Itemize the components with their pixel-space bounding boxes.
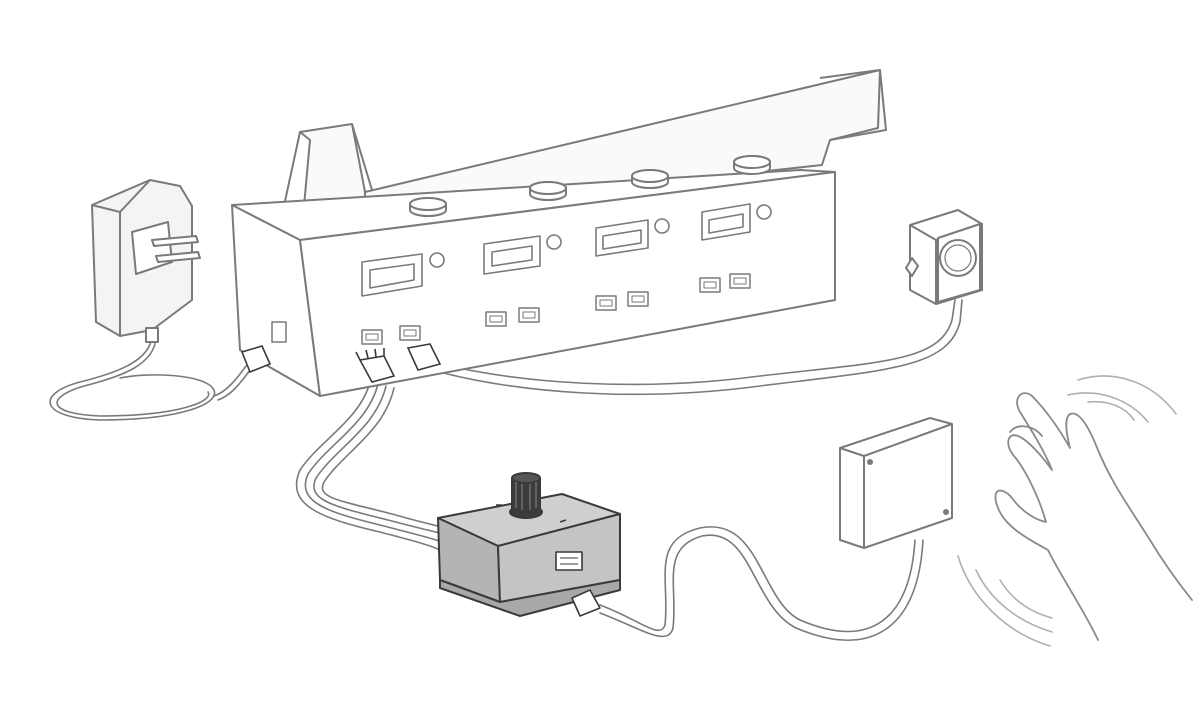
wall-power-adapter	[91, 179, 201, 343]
motion-sensor	[839, 417, 953, 549]
dimmer-cable	[295, 381, 447, 551]
adapter-cable	[49, 335, 251, 421]
rotary-knob-icon	[509, 472, 543, 519]
top-buttons	[409, 155, 771, 217]
dimmer-module-with-knob	[437, 472, 621, 617]
wave-lines	[957, 375, 1177, 647]
plug-connectors	[240, 343, 442, 383]
control-box-with-lid	[231, 69, 887, 397]
speaker-module	[905, 209, 983, 305]
power-plug-icon	[151, 235, 201, 263]
sensor-icon	[839, 423, 953, 548]
front-slots	[361, 203, 772, 297]
sensor-cable	[599, 526, 924, 641]
cables	[49, 299, 963, 641]
waving-hand	[994, 392, 1193, 641]
speaker-cable	[431, 299, 963, 396]
hand-wave-icon	[994, 392, 1193, 641]
